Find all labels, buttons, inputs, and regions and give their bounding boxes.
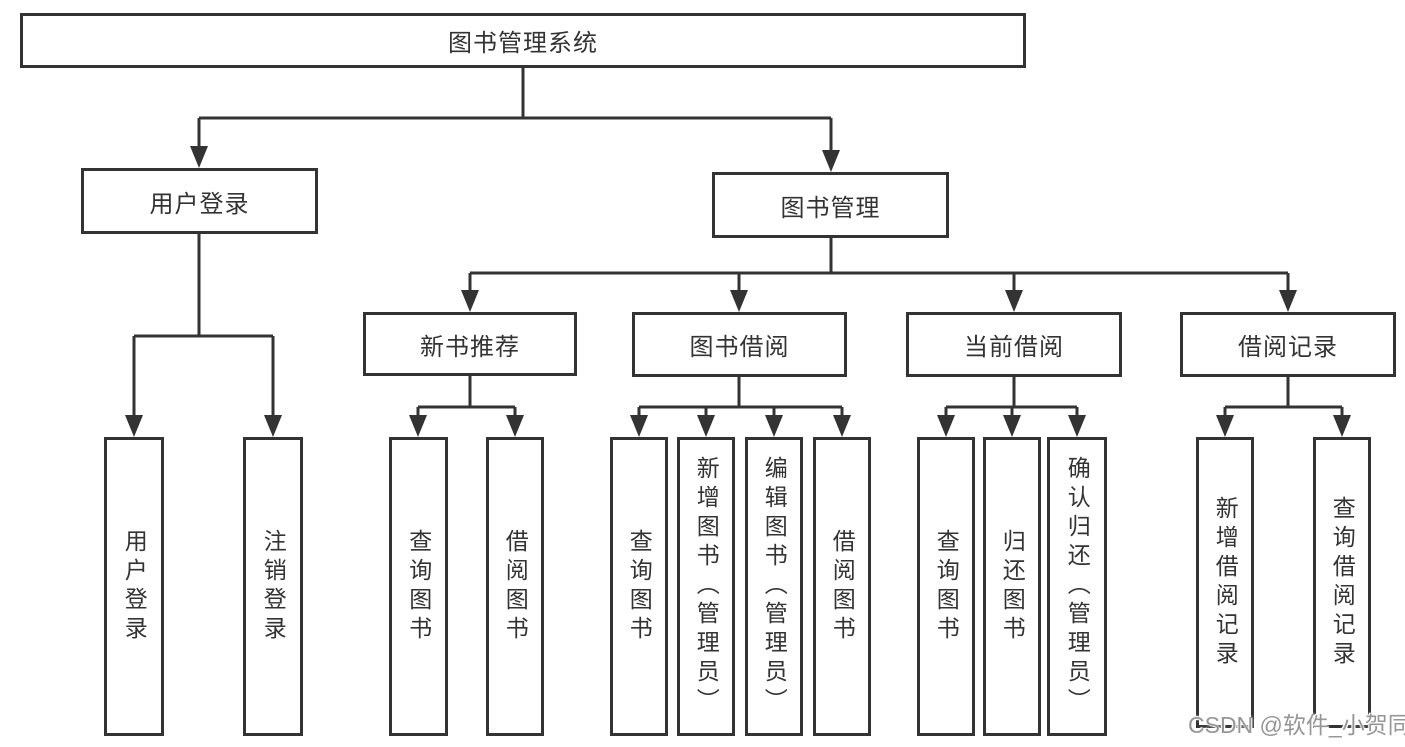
node-label-bb-borrow-book: 借阅图书	[829, 528, 856, 645]
node-label-br-query-record: 查询借阅记录	[1329, 495, 1356, 670]
node-label-borrow-record: 借阅记录	[1238, 334, 1338, 361]
arrowhead-down-icon	[630, 415, 648, 437]
node-nbr-borrow-book: 借阅图书	[486, 437, 544, 736]
arrowhead-down-icon	[1333, 415, 1351, 437]
node-root: 图书管理系统	[20, 13, 1026, 68]
arrowhead-down-icon	[461, 290, 479, 312]
node-label-cb-return-book: 归还图书	[999, 528, 1026, 645]
arrowhead-down-icon	[409, 415, 427, 437]
node-bb-query-book: 查询图书	[610, 437, 668, 736]
arrowhead-down-icon	[125, 415, 143, 437]
node-book-borrow: 图书借阅	[632, 312, 847, 377]
node-label-logout-action: 注销登录	[260, 528, 287, 645]
node-borrow-record: 借阅记录	[1180, 312, 1396, 377]
node-cb-query-book: 查询图书	[917, 437, 975, 736]
node-book-mgmt: 图书管理	[712, 172, 949, 238]
arrowhead-down-icon	[765, 415, 783, 437]
arrowhead-down-icon	[264, 415, 282, 437]
node-label-bb-add-book: 新增图书（管理员）	[693, 456, 720, 717]
node-label-br-add-record: 新增借阅记录	[1212, 495, 1239, 670]
node-label-current-borrow: 当前借阅	[964, 334, 1064, 361]
node-logout-action: 注销登录	[243, 437, 303, 736]
node-label-bb-query-book: 查询图书	[626, 528, 653, 645]
arrowhead-down-icon	[1216, 415, 1234, 437]
arrowhead-down-icon	[730, 290, 748, 312]
node-label-new-book-rec: 新书推荐	[420, 333, 520, 361]
node-label-book-borrow: 图书借阅	[689, 334, 790, 361]
node-login-action: 用户登录	[104, 437, 164, 736]
node-br-query-record: 查询借阅记录	[1313, 437, 1371, 728]
arrowhead-down-icon	[1279, 290, 1297, 312]
arrowhead-down-icon	[1068, 415, 1086, 437]
node-label-root: 图书管理系统	[448, 30, 598, 57]
arrowhead-down-icon	[822, 150, 840, 172]
csdn-watermark: CSDN @软件_小贺同学	[1188, 712, 1405, 738]
node-bb-edit-book: 编辑图书（管理员）	[745, 437, 803, 736]
node-bb-borrow-book: 借阅图书	[813, 437, 871, 736]
node-label-cb-confirm-return: 确认归还（管理员）	[1064, 456, 1091, 717]
node-label-login-action: 用户登录	[121, 528, 148, 645]
node-label-book-mgmt: 图书管理	[780, 194, 881, 222]
node-cb-return-book: 归还图书	[983, 437, 1041, 736]
node-br-add-record: 新增借阅记录	[1196, 437, 1254, 728]
arrowhead-down-icon	[1003, 415, 1021, 437]
arrowhead-down-icon	[190, 146, 208, 168]
node-label-user-login: 用户登录	[149, 190, 250, 218]
node-new-book-rec: 新书推荐	[363, 312, 577, 376]
node-label-cb-query-book: 查询图书	[933, 528, 960, 645]
node-current-borrow: 当前借阅	[906, 312, 1122, 377]
node-label-bb-edit-book: 编辑图书（管理员）	[761, 456, 788, 717]
arrowhead-down-icon	[697, 415, 715, 437]
arrowhead-down-icon	[833, 415, 851, 437]
arrowhead-down-icon	[506, 415, 524, 437]
node-bb-add-book: 新增图书（管理员）	[677, 437, 735, 736]
arrowhead-down-icon	[937, 415, 955, 437]
node-user-login: 用户登录	[81, 168, 318, 234]
arrowhead-down-icon	[1005, 290, 1023, 312]
node-label-nbr-borrow-book: 借阅图书	[502, 528, 529, 645]
node-label-nbr-query-book: 查询图书	[405, 528, 432, 645]
node-nbr-query-book: 查询图书	[389, 437, 448, 736]
node-cb-confirm-return: 确认归还（管理员）	[1047, 437, 1107, 736]
